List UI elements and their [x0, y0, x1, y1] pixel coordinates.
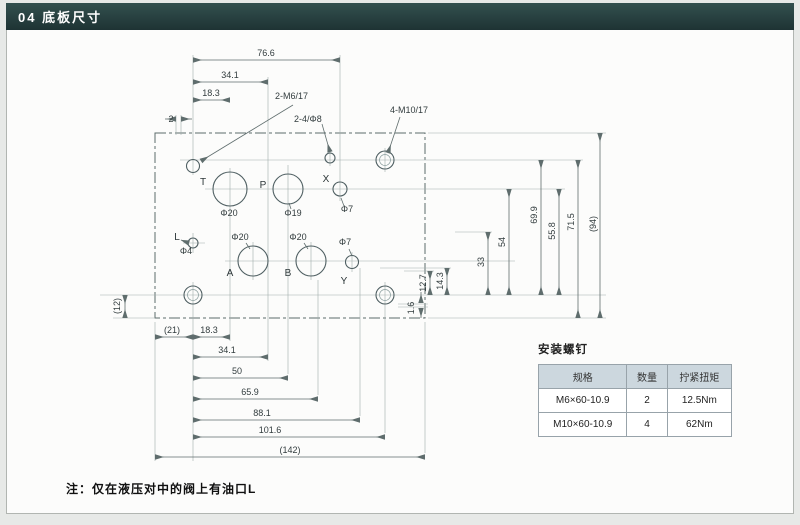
mounting-screws-table: 规格 数量 拧紧扭矩 M6×60-10.9 2 12.5Nm M10×60-10… [537, 364, 733, 437]
port-label-P: P [260, 180, 267, 191]
dim-34-1-bottom: 34.1 [218, 345, 236, 355]
dimension-texts: 76.6 34.1 18.3 2 2-M6/17 2-4/Φ8 4-M10/17… [112, 48, 598, 455]
dim-18-3-top: 18.3 [202, 88, 220, 98]
dim-69-9: 69.9 [529, 206, 539, 224]
diam-L: Φ4 [180, 246, 192, 256]
dim-12-7: 12.7 [418, 274, 428, 292]
cell-spec: M10×60-10.9 [537, 412, 628, 437]
port-label-B: B [285, 268, 292, 279]
cell-torque: 12.5Nm [666, 388, 733, 413]
dim-1-6: 1.6 [406, 302, 416, 315]
dim-21: (21) [164, 325, 180, 335]
dim-76-6: 76.6 [257, 48, 275, 58]
dim-142: (142) [279, 445, 300, 455]
label-2-m6-17: 2-M6/17 [275, 91, 308, 101]
dim-71-5: 71.5 [566, 213, 576, 231]
dim-12-left: (12) [112, 298, 122, 314]
section-title-bar: 04 底板尺寸 [6, 3, 794, 30]
dimension-lines [122, 57, 603, 460]
hole-port-B [295, 245, 327, 277]
dim-14-3: 14.3 [435, 272, 445, 290]
dim-55-8: 55.8 [547, 222, 557, 240]
diam-Y: Φ7 [339, 237, 351, 247]
hole-port-A [237, 245, 269, 277]
diam-P: Φ19 [284, 208, 301, 218]
leader-lines [180, 104, 401, 257]
cell-qty: 2 [626, 388, 668, 413]
dim-50: 50 [232, 366, 242, 376]
dim-94: (94) [588, 216, 598, 232]
dim-54: 54 [497, 237, 507, 247]
port-label-L: L [174, 232, 180, 243]
hole-port-P [272, 173, 304, 205]
dim-34-1-top: 34.1 [221, 70, 239, 80]
hole-phi8-top [324, 152, 336, 164]
cell-torque: 62Nm [666, 412, 733, 437]
diam-X: Φ7 [341, 204, 353, 214]
col-header-torque: 拧紧扭矩 [666, 364, 733, 389]
col-header-spec: 规格 [537, 364, 628, 389]
port-label-Y: Y [341, 276, 348, 287]
footnote: 注：仅在液压对中的阀上有油口L [66, 482, 257, 496]
dim-2: 2 [168, 114, 173, 124]
port-label-T: T [200, 177, 206, 188]
cell-qty: 4 [626, 412, 668, 437]
port-holes [183, 150, 395, 305]
diam-T: Φ20 [220, 208, 237, 218]
label-2-4-phi8: 2-4/Φ8 [294, 114, 322, 124]
mounting-screws-panel: 安装螺钉 规格 数量 拧紧扭矩 M6×60-10.9 2 12.5Nm M10×… [537, 341, 733, 437]
cell-spec: M6×60-10.9 [537, 388, 628, 413]
port-label-X: X [323, 174, 330, 185]
dim-65-9: 65.9 [241, 387, 259, 397]
table-row: M10×60-10.9 4 62Nm [537, 412, 733, 437]
dim-88-1: 88.1 [253, 408, 271, 418]
col-header-qty: 数量 [626, 364, 668, 389]
dim-33: 33 [476, 257, 486, 267]
hole-m10-bottomright [375, 285, 395, 305]
dim-18-3-bottom: 18.3 [200, 325, 218, 335]
hole-m10-bottomleft [183, 285, 203, 305]
label-4-m10-17: 4-M10/17 [390, 105, 428, 115]
hole-m10-topright [375, 150, 395, 170]
diam-A: Φ20 [231, 232, 248, 242]
page-title: 04 底板尺寸 [18, 10, 103, 25]
dim-101-6: 101.6 [259, 425, 282, 435]
mounting-screws-title: 安装螺钉 [538, 344, 588, 356]
hole-port-T [212, 171, 248, 207]
port-label-A: A [227, 268, 234, 279]
diam-B: Φ20 [289, 232, 306, 242]
hole-port-X [332, 181, 348, 197]
table-row: M6×60-10.9 2 12.5Nm [537, 388, 733, 413]
hole-m6-topleft [185, 158, 201, 174]
plate-outline [154, 132, 426, 319]
extension-centerlines [100, 55, 606, 461]
